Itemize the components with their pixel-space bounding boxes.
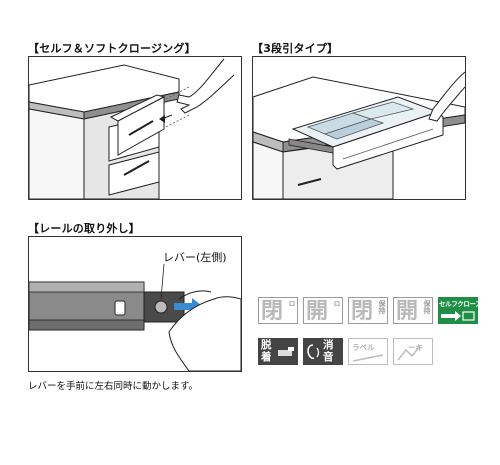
rail-removal-caption: レバーを手前に左右同時に動かします。 xyxy=(28,381,199,392)
heading-three-tier: 【3段引タイプ】 xyxy=(252,42,339,55)
label-icon: ラベル xyxy=(348,338,388,365)
illustration-rail-removal: レバー(左側) xyxy=(28,236,242,372)
silent-icon: 消 音 xyxy=(303,338,343,365)
illustration-three-tier xyxy=(252,56,466,200)
lever-callout-label: レバー(左側) xyxy=(163,251,227,264)
heading-rail-removal: 【レールの取り外し】 xyxy=(28,222,140,235)
open-hold-icon: 開保持 xyxy=(393,297,433,324)
open-lock-icon: 開ロ xyxy=(303,297,343,324)
illustration-self-soft-closing xyxy=(28,56,242,200)
self-close-icon: セルフクローズ xyxy=(438,297,478,324)
close-lock-icon: 閉ロ xyxy=(258,297,298,324)
brake-icon: ーキ xyxy=(393,338,433,365)
close-hold-icon: 閉保持 xyxy=(348,297,388,324)
heading-self-soft-closing: 【セルフ＆ソフトクロージング】 xyxy=(28,42,196,55)
detachable-icon: 脱 着 xyxy=(258,338,298,365)
